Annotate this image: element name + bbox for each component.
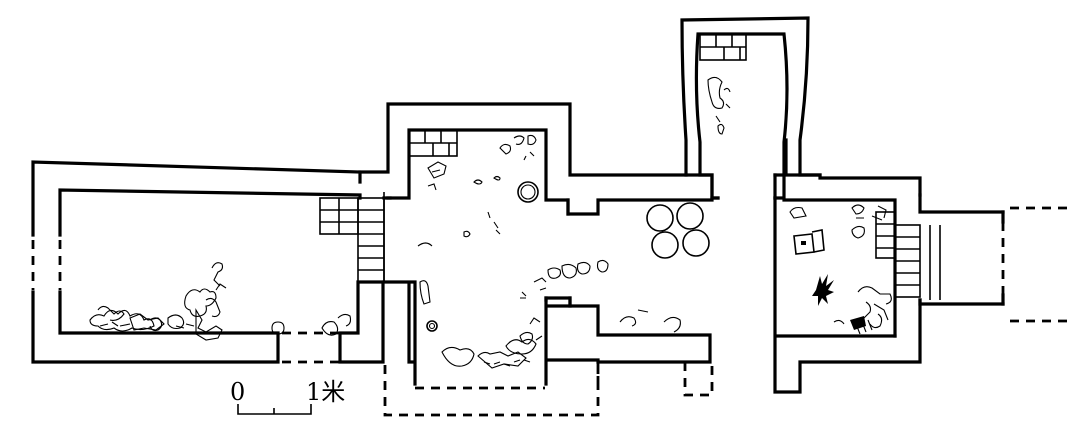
north-niche-inner-wall xyxy=(694,32,789,200)
storage-jars xyxy=(646,202,710,259)
central-pier-notch xyxy=(544,296,572,308)
north-niche-outer-wall xyxy=(680,16,822,177)
west-staircase xyxy=(357,192,385,283)
west-skeletal-remains xyxy=(89,262,352,341)
central-chamber xyxy=(358,102,720,417)
central-south-dashed-outline xyxy=(383,360,600,417)
east-chamber xyxy=(683,138,1068,397)
east-chamber-outer-wall xyxy=(773,138,922,200)
west-chamber-inner-wall xyxy=(58,188,362,335)
east-grave-goods xyxy=(789,204,892,335)
central-south-remains xyxy=(619,309,681,333)
scale-bar: 0 1米 xyxy=(230,378,345,415)
east-chamber-door-jamb xyxy=(918,193,1005,306)
east-staircase xyxy=(894,224,941,300)
west-chamber xyxy=(31,160,385,364)
west-chamber-outer-wall xyxy=(31,160,362,364)
north-niche-bricks xyxy=(699,33,747,61)
central-chamber-south-wall xyxy=(382,280,417,386)
north-niche-remains xyxy=(707,76,731,135)
west-brick-steps xyxy=(319,197,359,235)
central-grave-goods xyxy=(417,134,609,369)
south-east-dashed-pit xyxy=(683,362,714,397)
scale-bar-ruler xyxy=(237,404,312,415)
west-south-dashed-edge xyxy=(282,331,340,364)
west-chamber-east-pier xyxy=(338,280,385,364)
east-chamber-south-wall xyxy=(773,196,922,394)
central-chamber-inner-wall xyxy=(382,128,714,216)
north-niche xyxy=(680,16,822,200)
central-chamber-outer-wall xyxy=(358,102,720,200)
central-chamber-south-pier xyxy=(544,296,712,386)
east-passage-dashed xyxy=(1001,206,1068,323)
central-brick-corner xyxy=(408,129,458,157)
scale-bar-start-label: 0 xyxy=(230,378,245,406)
scale-bar-end-label: 1米 xyxy=(306,378,345,406)
east-chamber-inner-wall xyxy=(773,173,897,338)
